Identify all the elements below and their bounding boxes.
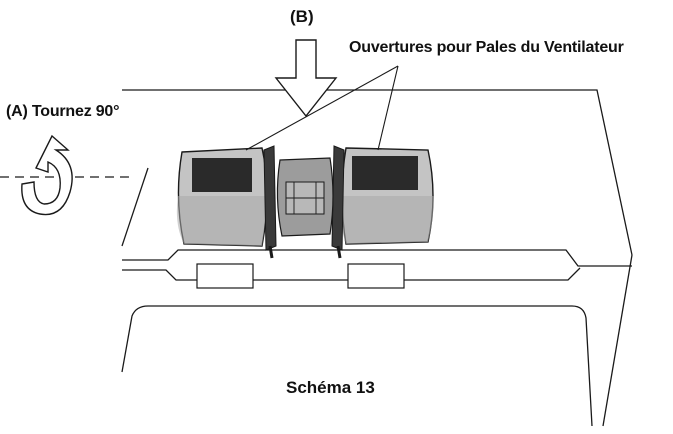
rotate-arrow-icon (21, 134, 73, 216)
figure-caption: Schéma 13 (286, 378, 375, 397)
motor-hub (276, 157, 334, 237)
flange-right (331, 145, 345, 251)
support-foot-right (336, 245, 342, 259)
support-foot-left (268, 245, 274, 259)
leader-lines (245, 65, 399, 151)
panel-cutout-left (196, 263, 254, 289)
label-fan-blade-openings: Ouvertures pour Pales du Ventilateur (349, 39, 624, 56)
arrow-b-down-icon (274, 39, 338, 118)
fan-opening-left (192, 158, 252, 192)
blower-housing-left (176, 147, 268, 247)
fan-opening-right (352, 156, 418, 190)
panel-cutout-right (347, 263, 405, 289)
blower-housing-right (339, 147, 434, 245)
flange-left (263, 145, 277, 251)
inner-panel-outline (121, 305, 593, 427)
label-arrow-b: (B) (290, 7, 314, 26)
cabinet-outline (121, 89, 633, 427)
label-rotate-90: (A) Tournez 90° (6, 103, 120, 120)
